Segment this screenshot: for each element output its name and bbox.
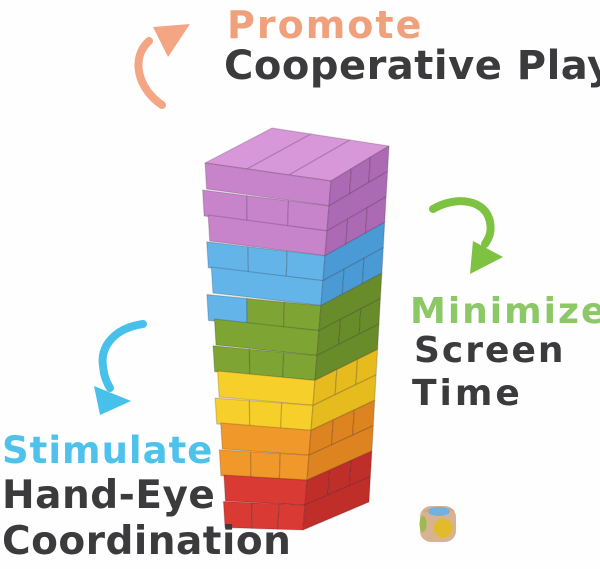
tower-layer-7-block-1 <box>248 348 285 379</box>
orange-arrow-tail <box>134 37 166 109</box>
cooperative-play-label: Cooperative Play <box>224 43 600 89</box>
green-arrow-head <box>470 241 503 274</box>
blue-arrow-tail <box>98 320 147 392</box>
color-die-photo <box>419 506 456 542</box>
minimize-label: Minimize <box>410 291 600 332</box>
tower-layer-7-block-2 <box>282 351 318 381</box>
screen-label: Screen <box>414 330 566 371</box>
tower-layer-11-block-1 <box>250 451 281 480</box>
blue-arrow-head <box>94 386 131 415</box>
die-front-dot <box>433 518 453 538</box>
tower-layer-5-block-2 <box>283 301 322 332</box>
die-top-dot <box>428 507 450 516</box>
orange-curved-arrow-icon <box>134 24 190 109</box>
die-left-dot <box>419 516 427 532</box>
tower-layer-7-block-0 <box>212 345 251 376</box>
tower-layer-9-block-2 <box>280 402 314 431</box>
tower-layer-11-block-0 <box>218 449 252 478</box>
tower-layer-13-side <box>302 476 371 531</box>
green-arrow-tail <box>429 197 495 248</box>
promote-label: Promote <box>227 3 424 47</box>
tower-layer-3-block-2 <box>285 250 326 282</box>
hand-eye-label: Hand-Eye <box>2 473 216 518</box>
time-label: Time <box>412 373 523 414</box>
stimulate-label: Stimulate <box>2 429 214 472</box>
orange-arrow-head <box>153 24 190 57</box>
coordination-label: Coordination <box>2 519 292 564</box>
tower-layer-9-block-0 <box>214 397 251 427</box>
blue-curved-arrow-icon <box>94 320 147 415</box>
tower-layer-12-front <box>223 474 308 506</box>
tower-layer-11-block-2 <box>278 452 310 481</box>
green-curved-arrow-icon <box>429 197 503 274</box>
tower-layer-9-block-1 <box>248 400 283 429</box>
tower-layer-5-block-0 <box>206 293 248 325</box>
